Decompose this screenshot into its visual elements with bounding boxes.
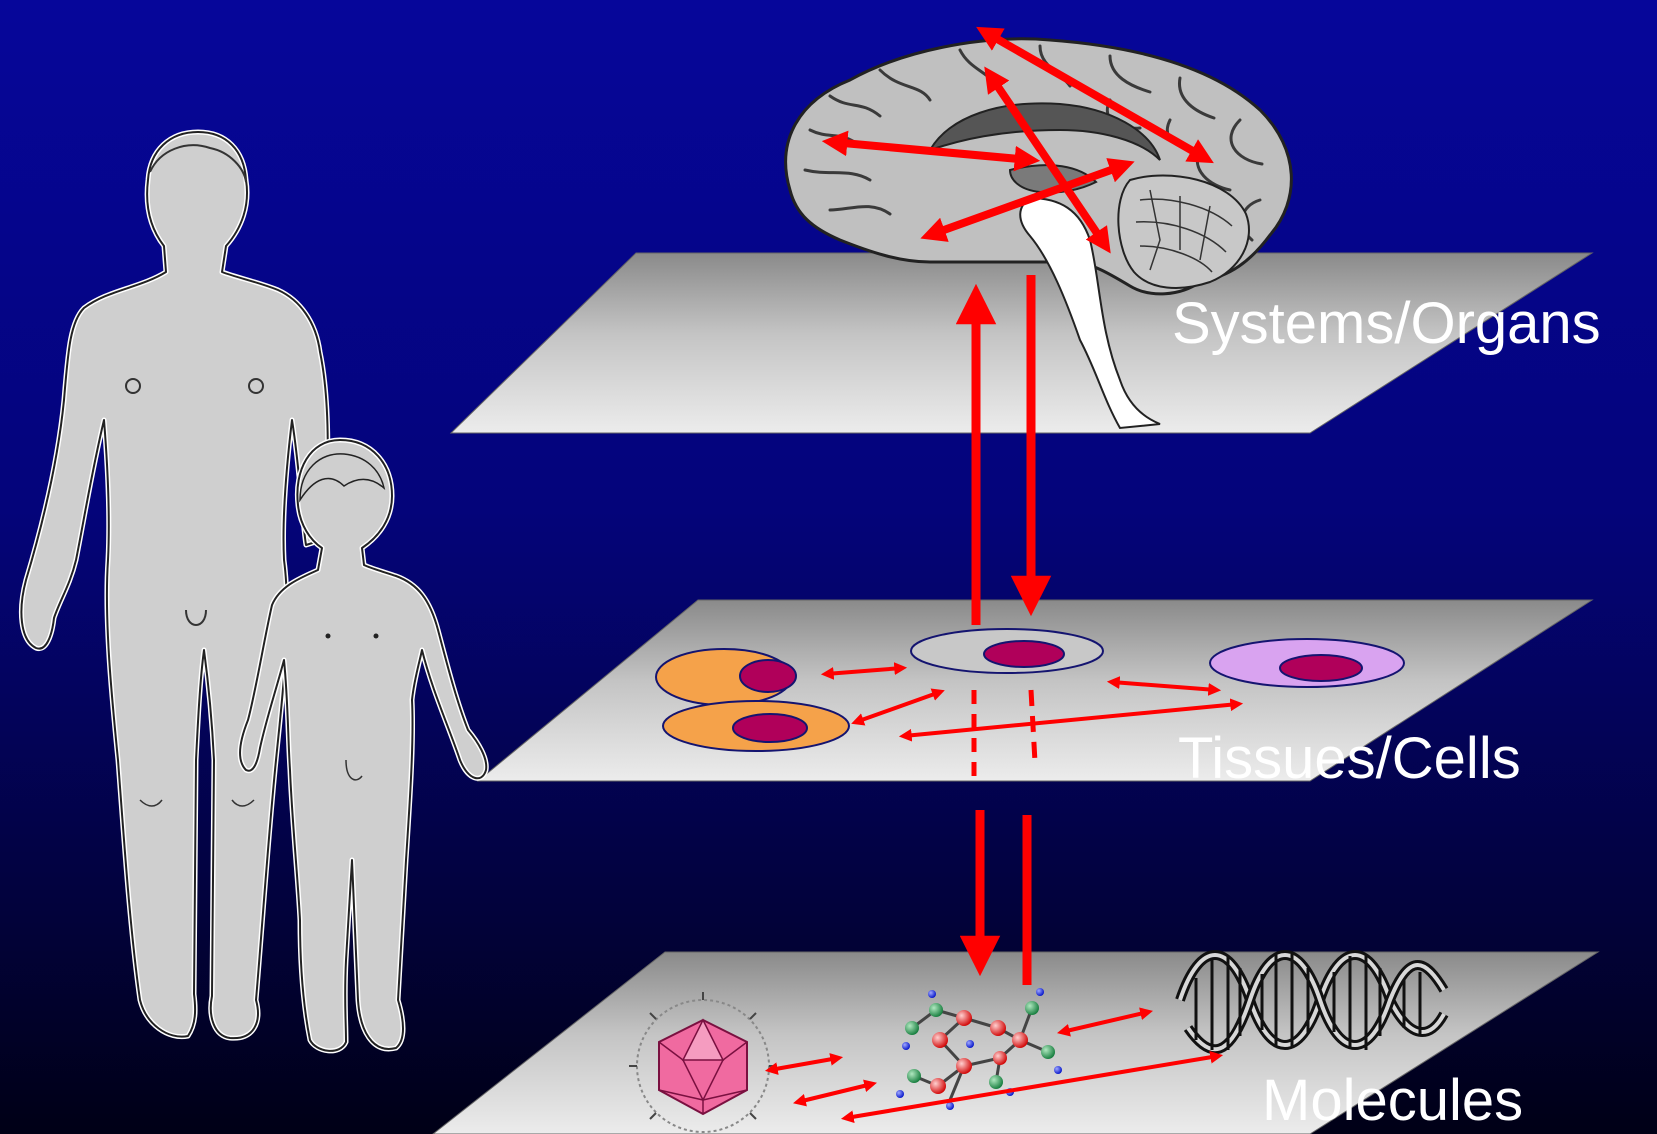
cell-orange-bottom xyxy=(663,701,849,751)
adult-figure-icon xyxy=(21,132,327,1038)
tissues-cells-label: Tissues/Cells xyxy=(1178,730,1521,788)
cell-orange-top xyxy=(656,649,796,705)
cell-center xyxy=(911,629,1103,673)
cell-violet xyxy=(1210,639,1404,687)
molecules-label: Molecules xyxy=(1262,1072,1523,1130)
systems-organs-label: Systems/Organs xyxy=(1172,295,1601,353)
